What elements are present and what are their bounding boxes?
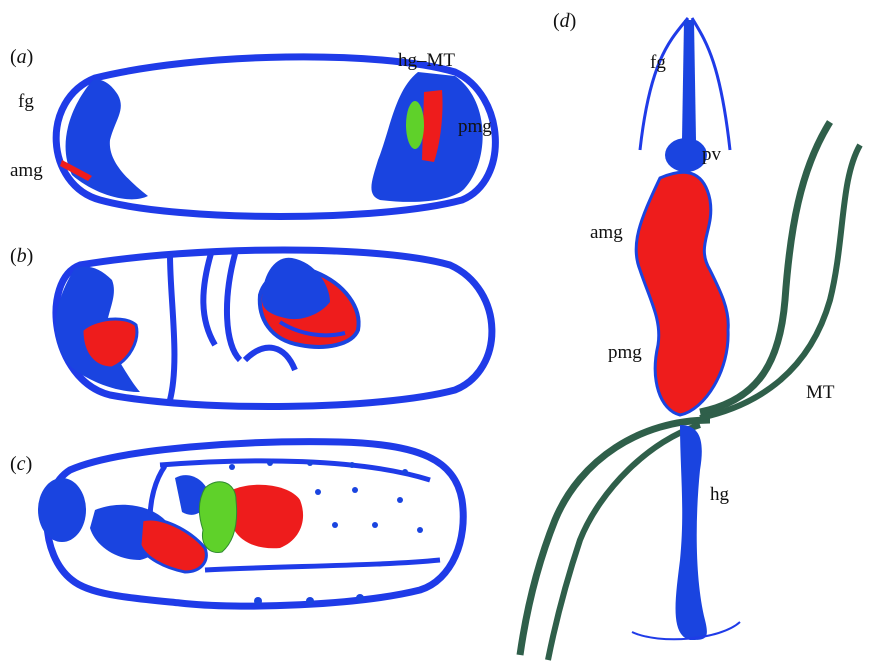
- panel-c-embryo: (c): [10, 442, 463, 606]
- panel-c-inner-fold-top: [160, 461, 430, 480]
- panel-d-fg-label: fg: [650, 52, 666, 73]
- panel-d-label: (d): [553, 10, 576, 32]
- panel-b-embryo: (b): [10, 245, 492, 406]
- panel-d-foregut: [682, 20, 696, 140]
- panel-c-mt-green: [199, 482, 236, 553]
- panel-b-posterior-blue: [262, 258, 330, 319]
- panel-d-amg: [636, 172, 728, 415]
- panel-b-furrow-3: [245, 348, 295, 370]
- panel-b-furrow-2: [227, 250, 240, 360]
- panel-d-mt-right-2: [700, 145, 860, 418]
- panel-d-mt-label: MT: [806, 382, 835, 403]
- panel-c-head-blue: [38, 478, 86, 542]
- panel-b-furrow-4: [170, 255, 174, 400]
- panel-d-proventriculus: [665, 138, 707, 172]
- panel-a-hgmt-label: hg–MT: [398, 50, 455, 71]
- panel-d-hindgut: [676, 425, 707, 640]
- panel-b-label: (b): [10, 245, 33, 267]
- panel-c-amg-red: [140, 519, 206, 572]
- panel-c-pmg-red: [232, 485, 303, 549]
- panel-c-inner-fold-bottom: [205, 560, 440, 570]
- panel-a-hgmt-green: [406, 101, 424, 149]
- panel-a-pmg-label: pmg: [458, 116, 492, 137]
- panel-a-fg-label: fg: [18, 91, 34, 112]
- panel-d-hg-label: hg: [710, 484, 730, 505]
- panel-d-amg-label: amg: [590, 222, 623, 243]
- panel-a-amg-label: amg: [10, 160, 43, 181]
- panel-a-embryo: (a) fg amg hg–MT pmg: [10, 46, 495, 217]
- panel-c-label: (c): [10, 453, 32, 475]
- panel-d-gut: (d) fg pv amg pmg MT hg: [520, 10, 860, 660]
- panel-a-anterior-blue: [66, 80, 148, 200]
- panel-d-pv-label: pv: [702, 144, 722, 165]
- panel-a-label: (a): [10, 46, 33, 68]
- panel-d-pmg-label: pmg: [608, 342, 642, 363]
- panel-b-furrow-1: [203, 250, 215, 345]
